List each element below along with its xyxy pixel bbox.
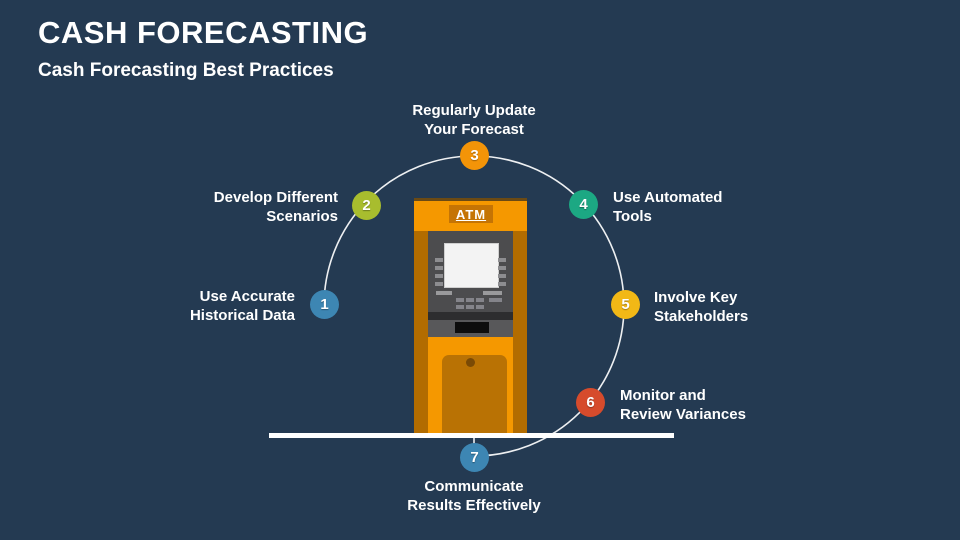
atm-cash-slot	[455, 322, 489, 333]
atm-screen	[444, 243, 499, 288]
atm-keypad-enter-key	[489, 298, 502, 302]
step-6-label: Monitor and Review Variances	[620, 387, 746, 423]
step-7-label: Communicate Results Effectively	[407, 478, 541, 514]
step-1-number: 1	[320, 296, 329, 313]
step-2-label: Develop Different Scenarios	[213, 189, 338, 225]
atm-sign-label: ATM	[455, 206, 487, 222]
step-6-number: 6	[586, 394, 595, 411]
atm-button	[498, 258, 506, 262]
atm-keypad	[456, 298, 484, 309]
atm-top-edge	[414, 198, 527, 201]
step-5-label: Involve Key Stakeholders	[654, 289, 749, 325]
step-5-number: 5	[621, 296, 630, 313]
step-4-badge: 4	[569, 190, 598, 219]
step-1-label: Use Accurate Historical Data	[189, 288, 295, 324]
slide-title: CASH FORECASTING	[38, 15, 369, 50]
atm-button	[435, 266, 443, 270]
atm-button	[435, 282, 443, 286]
atm-sign: ATM	[449, 205, 493, 223]
atm-button	[435, 274, 443, 278]
atm-side-right	[513, 231, 527, 435]
ground-line	[269, 433, 674, 438]
step-4-number: 4	[579, 196, 588, 213]
atm-receipt-slot	[483, 291, 502, 295]
atm-dispenser-panel	[428, 320, 513, 337]
atm-side-left	[414, 231, 428, 435]
atm-button	[498, 266, 506, 270]
atm-button	[498, 282, 506, 286]
step-6-badge: 6	[576, 388, 605, 417]
step-1-badge: 1	[310, 290, 339, 319]
atm-illustration: ATM	[414, 198, 527, 435]
step-3-number: 3	[470, 147, 479, 164]
step-5-badge: 5	[611, 290, 640, 319]
atm-card-slot	[436, 291, 452, 295]
step-7-badge: 7	[460, 443, 489, 472]
atm-button	[435, 258, 443, 262]
step-2-badge: 2	[352, 191, 381, 220]
step-4-label: Use Automated Tools	[613, 189, 723, 225]
slide-subtitle: Cash Forecasting Best Practices	[38, 60, 334, 81]
atm-fascia	[428, 312, 513, 320]
step-3-label: Regularly Update Your Forecast	[412, 102, 536, 138]
atm-cabinet-door	[442, 355, 507, 435]
atm-lock-icon	[466, 358, 475, 367]
atm-button	[498, 274, 506, 278]
atm-screen-panel	[428, 231, 513, 312]
step-3-badge: 3	[460, 141, 489, 170]
step-2-number: 2	[362, 197, 371, 214]
step-7-number: 7	[470, 449, 479, 466]
